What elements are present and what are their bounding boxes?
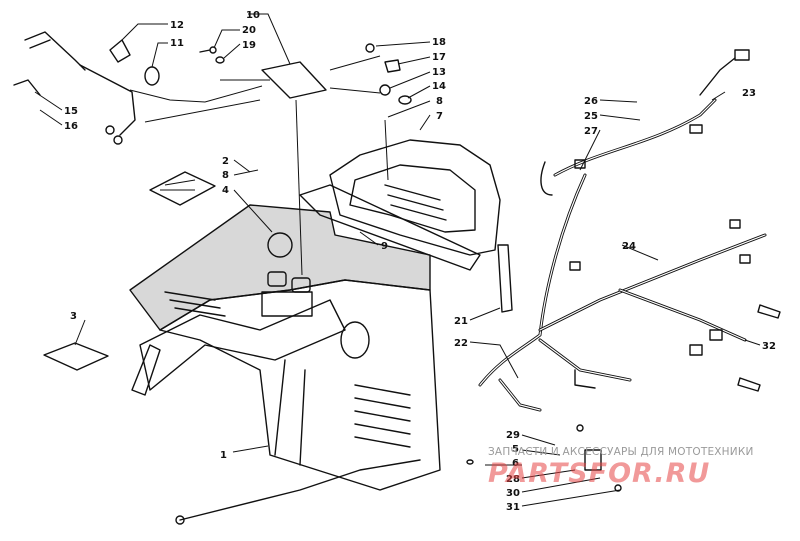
callout-10: 10 [246, 10, 260, 21]
key-switch [109, 39, 412, 105]
callout-12: 12 [170, 20, 184, 31]
callout-26: 26 [584, 96, 598, 107]
callout-8b: 8 [436, 96, 443, 107]
callout-13: 13 [432, 67, 446, 78]
callout-5a: 5 [512, 444, 519, 455]
callout-2: 2 [222, 156, 229, 167]
callout-11: 11 [170, 38, 184, 49]
watermark: ЗАПЧАСТИ И АКСЕССУАРЫ ДЛЯ МОТОТЕХНИКИ PA… [488, 446, 788, 496]
callout-32: 32 [762, 341, 776, 352]
callout-14: 14 [432, 81, 446, 92]
callout-6: 6 [512, 458, 519, 469]
relay-parts [466, 424, 622, 492]
callout-8a: 8 [222, 170, 229, 181]
callout-16: 16 [64, 121, 78, 132]
callout-17: 17 [432, 52, 446, 63]
callout-19: 19 [242, 40, 256, 51]
callout-labels: 1 2 3 4 5 5 6 7 8 8 9 10 11 12 13 14 15 … [64, 10, 776, 513]
console-housing [129, 204, 441, 491]
callout-23: 23 [742, 88, 756, 99]
watermark-tagline: ЗАПЧАСТИ И АКСЕССУАРЫ ДЛЯ МОТОТЕХНИКИ [488, 446, 754, 458]
decal-3 [43, 342, 109, 371]
callout-21: 21 [454, 316, 468, 327]
callout-25: 25 [584, 111, 598, 122]
seal-strip [497, 244, 513, 313]
wiring-harness [478, 49, 781, 412]
decal-2 [149, 171, 216, 206]
decal-10 [261, 61, 327, 99]
callout-9: 9 [381, 241, 388, 252]
callout-7: 7 [436, 111, 443, 122]
throttle-cable [13, 31, 136, 145]
callout-4: 4 [222, 185, 229, 196]
watermark-brand: PARTSFOR.RU [488, 458, 711, 489]
ground-terminal [175, 515, 185, 525]
gauge-4 [267, 232, 293, 258]
ground-wire [179, 459, 421, 521]
callout-15: 15 [64, 106, 78, 117]
callout-22: 22 [454, 338, 468, 349]
callout-27: 27 [584, 126, 598, 137]
callout-30: 30 [506, 488, 520, 499]
callout-24: 24 [622, 241, 636, 252]
callout-31: 31 [506, 502, 520, 513]
windshield-cowl [299, 139, 501, 271]
callout-29: 29 [506, 430, 520, 441]
callout-20: 20 [242, 25, 256, 36]
leader-lines [34, 13, 761, 507]
callout-28: 28 [506, 474, 520, 485]
callout-1: 1 [220, 450, 227, 461]
callout-18: 18 [432, 37, 446, 48]
callout-3: 3 [70, 311, 77, 322]
